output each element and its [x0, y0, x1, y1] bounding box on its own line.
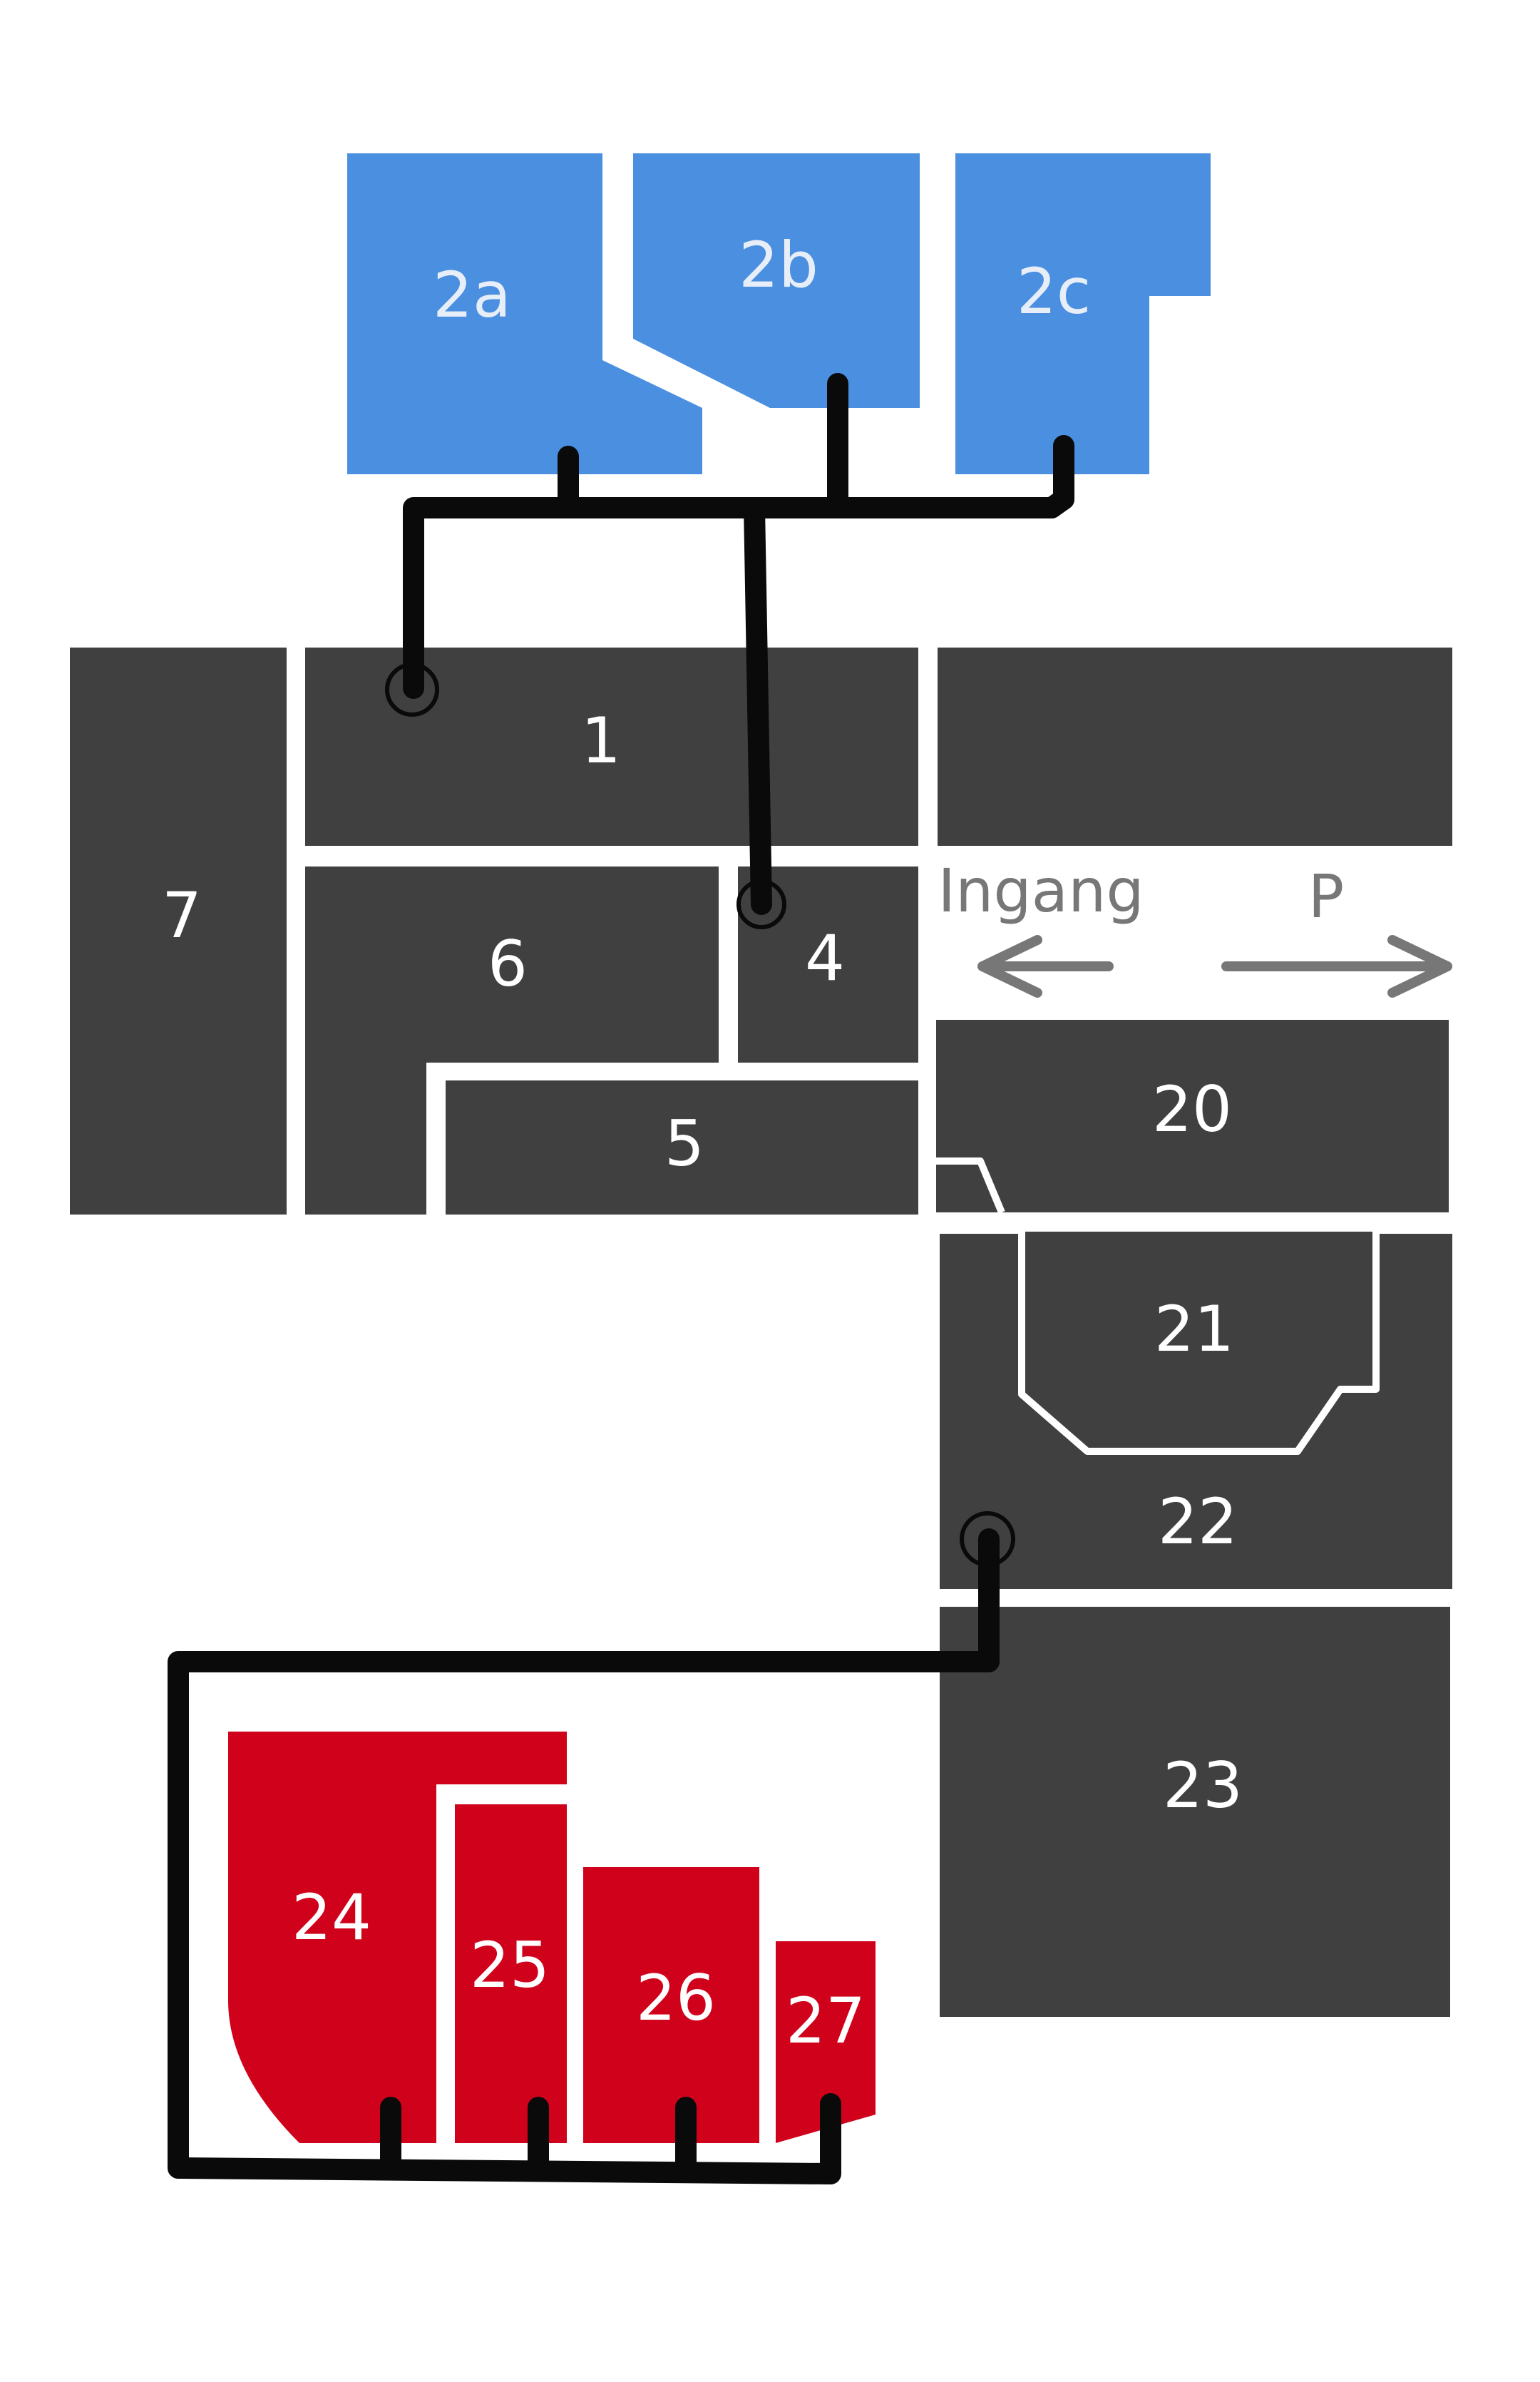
room-7-label: 7 — [162, 879, 202, 952]
room-2b[interactable] — [633, 153, 920, 408]
room-unlabeled-east[interactable] — [938, 648, 1452, 846]
parking-sign-label: P — [1308, 862, 1345, 931]
east-wing: 20 21 22 23 — [936, 1020, 1452, 2017]
pipe-to-room-4 — [744, 497, 772, 915]
room-2a-label: 2a — [433, 258, 511, 332]
pipe-main-top — [403, 497, 1062, 699]
room-25[interactable] — [455, 1804, 567, 2143]
room-2b-label: 2b — [739, 228, 818, 302]
main-building: 7 1 6 4 5 — [70, 648, 1452, 1215]
pipe-node-room-4 — [736, 879, 786, 929]
direction-signs: Ingang P — [938, 856, 1452, 998]
room-7[interactable] — [70, 648, 287, 1215]
pipe-node-room-1 — [385, 663, 439, 717]
room-25-label: 25 — [470, 1928, 550, 2002]
arrow-right-icon — [1221, 935, 1452, 998]
pipe-network-top — [385, 373, 1074, 929]
blue-zone: 2a 2b 2c — [347, 153, 1211, 474]
pipe-network-bottom — [168, 1511, 1015, 2184]
entrance-sign-label: Ingang — [938, 856, 1144, 926]
room-6[interactable] — [305, 867, 719, 1215]
room-24[interactable] — [228, 1732, 567, 2143]
pipe-node-room-22 — [960, 1511, 1015, 1567]
red-zone: 24 25 26 27 — [228, 1732, 876, 2143]
room-6-label: 6 — [488, 927, 528, 1001]
room-21[interactable] — [1018, 1225, 1380, 1455]
arrow-left-icon — [977, 935, 1114, 998]
room-2a[interactable] — [347, 153, 702, 474]
room-5[interactable] — [446, 1080, 918, 1215]
room-22-label: 22 — [1158, 1485, 1238, 1558]
room-21-label: 21 — [1154, 1292, 1234, 1366]
room-20[interactable] — [936, 1020, 1449, 1212]
room-23[interactable] — [940, 1607, 1450, 2017]
room-23-label: 23 — [1163, 1749, 1243, 1822]
room-4-label: 4 — [805, 921, 845, 995]
room-5-label: 5 — [664, 1107, 704, 1180]
room-24-label: 24 — [292, 1881, 371, 1954]
room-2c-label: 2c — [1017, 255, 1091, 328]
room-27[interactable] — [776, 1941, 876, 2143]
room-1-label: 1 — [581, 704, 621, 777]
room-2c[interactable] — [955, 153, 1211, 474]
room-27-label: 27 — [786, 1984, 866, 2058]
room-20-corridor-outline — [936, 1157, 1005, 1214]
pipe-main-bottom — [168, 1528, 1000, 2184]
room-26-label: 26 — [636, 1961, 716, 2035]
room-20-label: 20 — [1152, 1073, 1232, 1146]
room-26[interactable] — [583, 1867, 759, 2143]
